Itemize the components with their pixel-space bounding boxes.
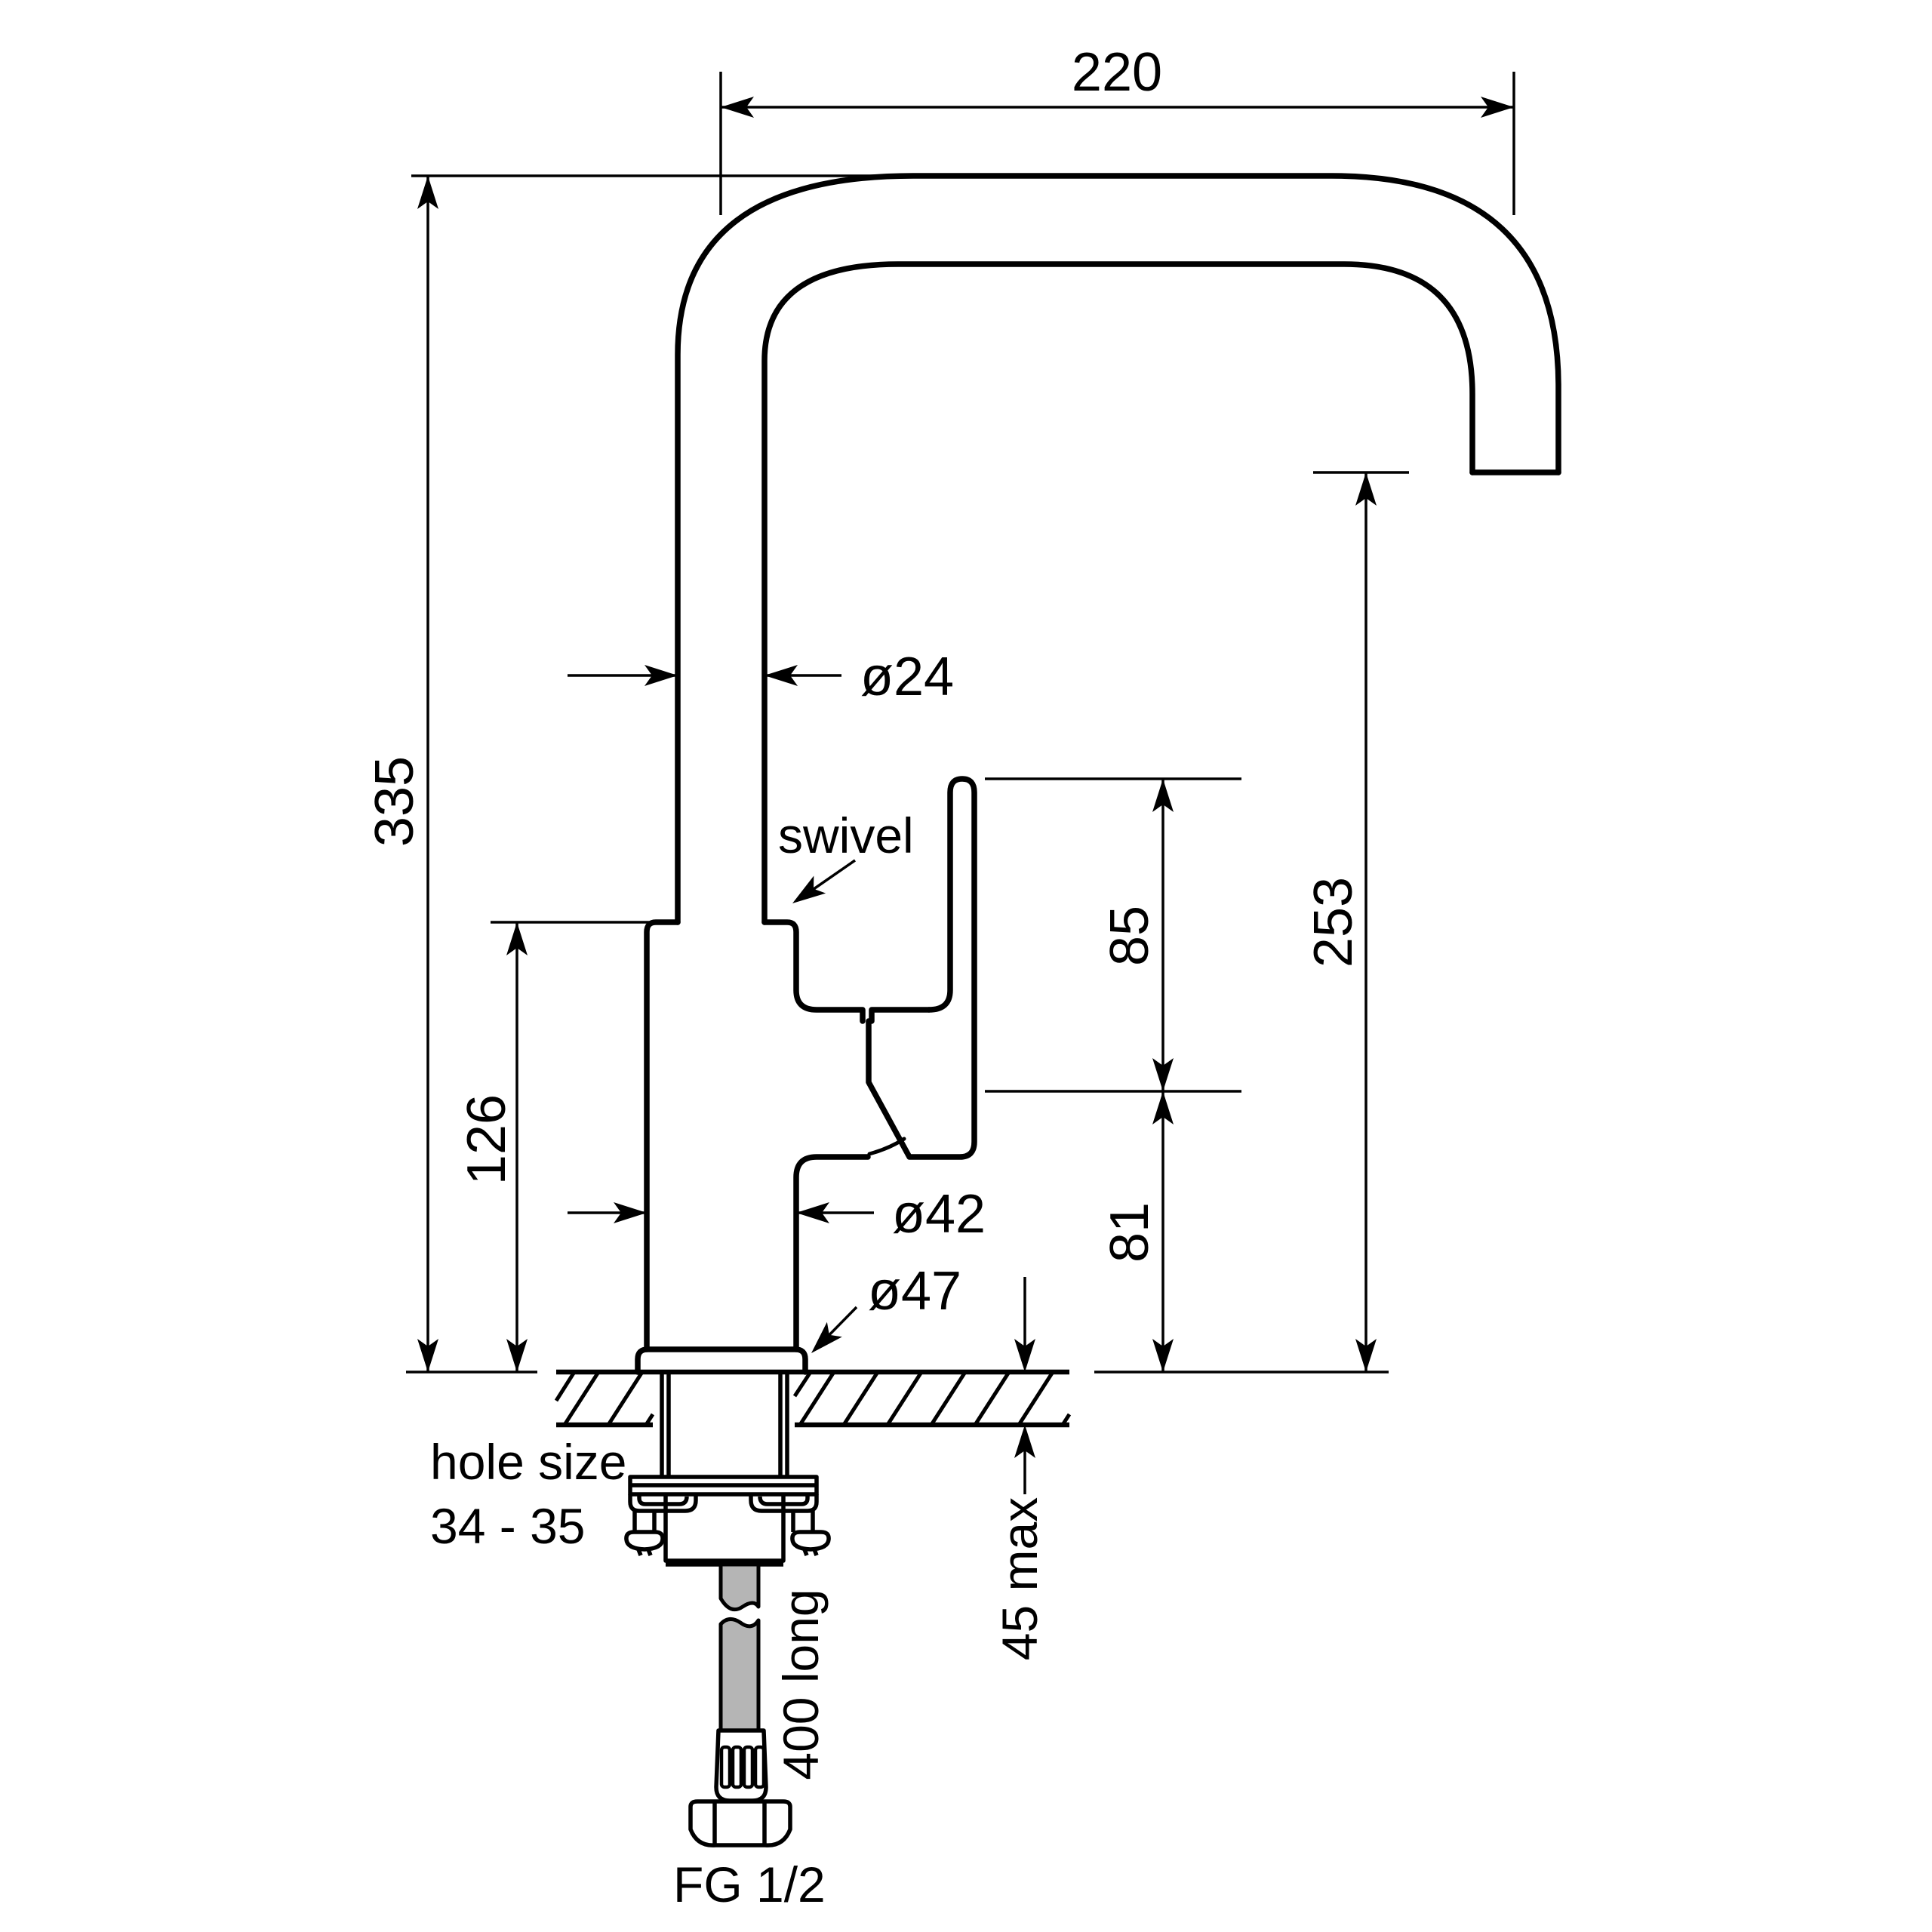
screw-head-right-slots: [802, 1549, 819, 1556]
spout-inner-line: [761, 261, 1475, 925]
dim-220-label: 220: [1072, 42, 1162, 103]
countertop-hatching: [554, 1371, 1072, 1426]
swivel-annotation: swivel: [778, 808, 914, 912]
swivel-arc: [867, 1137, 906, 1156]
dim-126: 126: [457, 922, 528, 1372]
body-left-edge: [644, 919, 681, 1352]
dim-253-label: 253: [1303, 877, 1364, 968]
dim-dia24-label: ø24: [860, 647, 954, 707]
connection-thread-label: FG 1/2: [673, 1857, 826, 1912]
ferrule-knurl-slots: [719, 1745, 766, 1789]
screw-head-left-slots: [636, 1549, 653, 1556]
hose-length-label: 400 long: [773, 1589, 829, 1780]
dim-45max-label: 45 max: [992, 1497, 1048, 1660]
hole-size-note: hole size 34 - 35: [430, 1434, 627, 1554]
hex-connection-nut: [688, 1799, 792, 1847]
spout-outer-line: [675, 173, 1561, 925]
extension-lines: [406, 72, 1515, 1374]
hose-upper-segment: [718, 1562, 761, 1612]
dim-85-label: 85: [1100, 906, 1160, 966]
screw-head-right: [790, 1530, 831, 1552]
base-flange: [635, 1346, 808, 1375]
dim-335-label: 335: [365, 756, 425, 847]
dim-81: 81: [1100, 1091, 1174, 1372]
dim-dia42: ø42: [568, 1184, 986, 1244]
screw-shaft-left: [632, 1511, 657, 1532]
dim-dia47: ø47: [804, 1261, 961, 1361]
dim-85: 85: [1100, 779, 1174, 1091]
body-lower-right: [793, 1154, 871, 1352]
hole-size-label-line2: 34 - 35: [430, 1498, 585, 1554]
dim-dia24: ø24: [568, 647, 954, 707]
flexible-hose: [688, 1562, 792, 1847]
hole-size-label-line1: hole size: [430, 1434, 627, 1490]
screw-head-left: [624, 1530, 665, 1552]
mounting-assembly: [624, 1372, 831, 1567]
handle-lever: [866, 776, 977, 1160]
swivel-label: swivel: [778, 808, 914, 863]
dim-45max: 45 max: [992, 1277, 1048, 1660]
dim-220: 220: [721, 42, 1514, 118]
dim-dia42-label: ø42: [892, 1184, 986, 1244]
hose-lower-segment: [718, 1617, 761, 1733]
body-cap-right: [761, 919, 932, 1024]
dimension-annotations: 220 335 126 85 81: [365, 42, 1515, 1912]
dim-335: 335: [365, 176, 438, 1372]
hex-nut-facets: [712, 1801, 767, 1845]
screw-shaft-right: [791, 1511, 815, 1532]
dim-81-label: 81: [1100, 1202, 1160, 1263]
dim-253: 253: [1303, 472, 1377, 1372]
countertop-section: [554, 1369, 1072, 1428]
faucet-outline: [635, 173, 1561, 1375]
dim-126-label: 126: [457, 1094, 517, 1185]
threaded-shank: [660, 1372, 789, 1477]
clamp-hook-left: [628, 1494, 698, 1513]
dim-dia47-label: ø47: [868, 1261, 961, 1321]
